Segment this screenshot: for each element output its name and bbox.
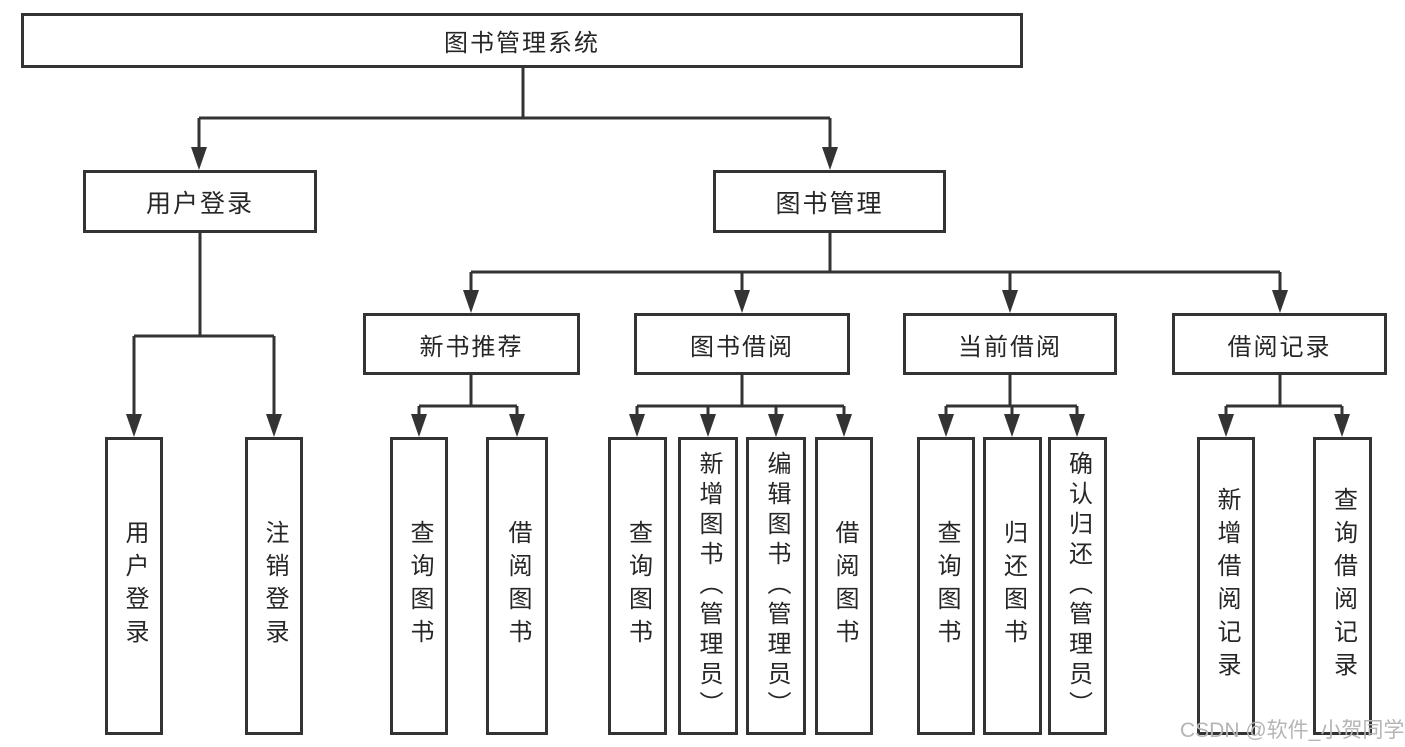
leaf-borrowing-query-books: 查询图书	[608, 437, 667, 735]
node-user-login: 用户登录	[83, 170, 317, 233]
leaf-logout: 注销登录	[245, 437, 303, 735]
arrow-down-icon	[1069, 414, 1085, 437]
arrow-down-icon	[1004, 414, 1020, 437]
leaf-add-books-admin: 新增图书（管理员）	[678, 437, 738, 735]
arrow-down-icon	[938, 414, 954, 437]
leaf-borrow-books: 借阅图书	[815, 437, 873, 735]
arrow-down-icon	[126, 414, 142, 437]
leaf-current-query-books: 查询图书	[917, 437, 975, 735]
arrow-down-icon	[463, 290, 479, 313]
arrow-down-icon	[768, 414, 784, 437]
arrow-down-icon	[629, 414, 645, 437]
arrow-down-icon	[836, 414, 852, 437]
leaf-query-borrow-record: 查询借阅记录	[1313, 437, 1372, 735]
arrow-down-icon	[1218, 414, 1234, 437]
connector-new-book-recommend-to-leaves	[411, 375, 525, 437]
arrow-down-icon	[1002, 290, 1018, 313]
connector-borrowing-records-to-leaves	[1218, 375, 1350, 437]
connector-book-borrowing-to-leaves	[629, 375, 852, 437]
arrow-down-icon	[822, 147, 838, 170]
leaf-edit-books-admin: 编辑图书（管理员）	[746, 437, 806, 735]
leaf-return-books: 归还图书	[983, 437, 1042, 735]
connector-current-borrowing-to-leaves	[938, 375, 1085, 437]
node-book-borrowing: 图书借阅	[634, 313, 850, 375]
arrow-down-icon	[700, 414, 716, 437]
leaf-confirm-return-admin: 确认归还（管理员）	[1048, 437, 1107, 735]
csdn-watermark: CSDN @软件_小贺同学	[1180, 719, 1405, 742]
leaf-newbook-query-books: 查询图书	[390, 437, 448, 735]
arrow-down-icon	[191, 147, 207, 170]
arrow-down-icon	[411, 414, 427, 437]
connector-user-login-to-leaves	[126, 233, 282, 437]
leaf-add-borrow-record: 新增借阅记录	[1197, 437, 1255, 735]
node-current-borrowing: 当前借阅	[903, 313, 1117, 375]
connector-book-management-to-level3	[463, 233, 1288, 313]
node-root-system: 图书管理系统	[21, 13, 1023, 68]
arrow-down-icon	[1334, 414, 1350, 437]
connector-root-to-level2	[191, 68, 838, 170]
leaf-newbook-borrow-books: 借阅图书	[486, 437, 548, 735]
arrow-down-icon	[509, 414, 525, 437]
arrow-down-icon	[734, 290, 750, 313]
arrow-down-icon	[1272, 290, 1288, 313]
arrow-down-icon	[266, 414, 282, 437]
node-borrowing-records: 借阅记录	[1172, 313, 1387, 375]
node-book-management: 图书管理	[713, 170, 946, 233]
node-new-book-recommend: 新书推荐	[363, 313, 580, 375]
leaf-user-login: 用户登录	[105, 437, 163, 735]
